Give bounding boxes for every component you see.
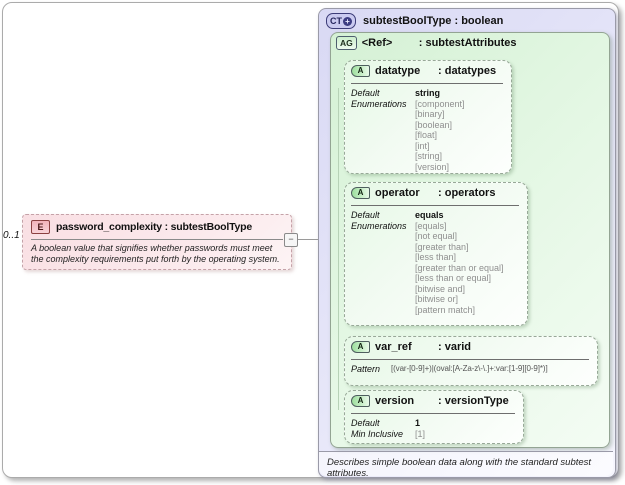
attribute-name: version bbox=[375, 395, 415, 407]
fact-row-enumerations: Enumerations [component] [binary] [boole… bbox=[351, 99, 507, 173]
attribute-group-ref: <Ref> bbox=[361, 37, 393, 49]
enum-value: [greater than] bbox=[415, 241, 469, 252]
attribute-facts: Default 1 Min Inclusive [1] bbox=[351, 418, 519, 439]
attribute-type: : versionType bbox=[438, 395, 509, 407]
enum-value: [bitwise or] bbox=[415, 294, 459, 304]
enum-value: [float] bbox=[415, 130, 438, 140]
fact-value: equals bbox=[415, 210, 444, 220]
enum-value: [equals] bbox=[415, 220, 447, 231]
enum-value: [int] bbox=[415, 140, 430, 151]
attribute-header: A datatype : datatypes bbox=[345, 61, 511, 77]
element-title: password_complexity : subtestBoolType bbox=[56, 221, 253, 233]
attribute-header: A version : versionType bbox=[345, 391, 523, 407]
complex-type-title: subtestBoolType : boolean bbox=[363, 15, 504, 27]
pattern-value: [(var-[0-9]+)|(oval:[A-Za-z\-\.]+:var:[1… bbox=[391, 364, 548, 373]
attribute-group-type: : subtestAttributes bbox=[418, 37, 517, 49]
cardinality-label: 0..1 bbox=[3, 230, 20, 241]
header-separator bbox=[351, 83, 503, 84]
fact-value: string bbox=[415, 88, 441, 98]
attribute-name: datatype bbox=[375, 65, 421, 77]
collapse-handle[interactable]: − bbox=[284, 233, 298, 247]
fact-row-default: Default string bbox=[351, 88, 507, 99]
enum-value: [version] bbox=[415, 161, 450, 172]
enum-value: [greater than or equal] bbox=[415, 262, 504, 273]
fact-row-min-inclusive: Min Inclusive [1] bbox=[351, 429, 519, 440]
enum-value: [string] bbox=[415, 151, 443, 161]
header-separator bbox=[351, 359, 589, 360]
header-separator bbox=[351, 205, 519, 206]
attribute-facts: Pattern [(var-[0-9]+)|(oval:[A-Za-z\-\.]… bbox=[351, 364, 593, 375]
header-separator bbox=[31, 239, 283, 240]
element-node-password-complexity[interactable]: E password_complexity : subtestBoolType … bbox=[22, 214, 292, 270]
attribute-tree-connector bbox=[338, 88, 339, 410]
header-separator bbox=[351, 413, 515, 414]
fact-row-default: Default equals bbox=[351, 210, 523, 221]
element-header: E password_complexity : subtestBoolType bbox=[23, 215, 291, 234]
enum-value: [component] bbox=[415, 98, 465, 109]
enum-value: [less than] bbox=[415, 252, 457, 262]
attribute-name: var_ref bbox=[375, 341, 412, 353]
complex-type-badge: CT+ bbox=[326, 13, 356, 29]
complex-type-annotation: Describes simple boolean data along with… bbox=[319, 451, 613, 479]
expand-plus-icon: + bbox=[343, 16, 352, 26]
attribute-header: A operator : operators bbox=[345, 183, 527, 199]
attribute-facts: Default equals Enumerations [equals] [no… bbox=[351, 210, 523, 315]
attribute-header: A var_ref : varid bbox=[345, 337, 597, 353]
enum-value: [binary] bbox=[415, 109, 445, 119]
fact-label: Default bbox=[351, 210, 380, 220]
fact-label: Default bbox=[351, 418, 380, 428]
fact-label: Default bbox=[351, 88, 380, 98]
relation-connector-line bbox=[296, 239, 318, 240]
fact-row-enumerations: Enumerations [equals] [not equal] [great… bbox=[351, 221, 523, 316]
fact-value: [1] bbox=[415, 428, 426, 439]
enum-value: [less than or equal] bbox=[415, 273, 492, 283]
complex-type-badge-label: CT bbox=[330, 16, 342, 26]
element-badge: E bbox=[31, 220, 50, 234]
complex-type-header: CT+ subtestBoolType : boolean bbox=[326, 13, 503, 29]
attribute-badge: A bbox=[351, 395, 370, 407]
enum-value: [bitwise and] bbox=[415, 283, 466, 294]
attribute-badge: A bbox=[351, 65, 370, 77]
fact-value: 1 bbox=[415, 418, 421, 428]
annotation-text: Describes simple boolean data along with… bbox=[327, 457, 592, 479]
attribute-type: : operators bbox=[438, 187, 496, 199]
enum-value: [pattern match] bbox=[415, 304, 476, 315]
attribute-badge: A bbox=[351, 187, 370, 199]
attribute-facts: Default string Enumerations [component] … bbox=[351, 88, 507, 172]
attribute-badge: A bbox=[351, 341, 370, 353]
attribute-node-datatype[interactable]: A datatype : datatypes Default string En… bbox=[344, 60, 512, 174]
attribute-type: : datatypes bbox=[438, 65, 497, 77]
enum-value: [not equal] bbox=[415, 231, 458, 241]
attribute-group-badge: AG bbox=[336, 36, 357, 50]
fact-row-default: Default 1 bbox=[351, 418, 519, 429]
element-documentation: A boolean value that signifies whether p… bbox=[31, 243, 280, 264]
enum-value: [boolean] bbox=[415, 119, 453, 130]
enumeration-values: [equals] [not equal] [greater than] [les… bbox=[415, 221, 504, 316]
attribute-node-var-ref[interactable]: A var_ref : varid Pattern [(var-[0-9]+)|… bbox=[344, 336, 598, 386]
fact-row-pattern: Pattern [(var-[0-9]+)|(oval:[A-Za-z\-\.]… bbox=[351, 364, 593, 375]
attribute-node-version[interactable]: A version : versionType Default 1 Min In… bbox=[344, 390, 524, 444]
fact-label: Enumerations bbox=[351, 98, 407, 109]
fact-label: Pattern bbox=[351, 364, 381, 374]
fact-label: Enumerations bbox=[351, 220, 407, 231]
enumeration-values: [component] [binary] [boolean] [float] [… bbox=[415, 99, 465, 173]
attribute-node-operator[interactable]: A operator : operators Default equals En… bbox=[344, 182, 528, 326]
fact-label: Min Inclusive bbox=[351, 428, 404, 439]
attribute-type: : varid bbox=[438, 341, 472, 353]
attribute-name: operator bbox=[375, 187, 420, 199]
attribute-group-header: AG <Ref> : subtestAttributes bbox=[336, 36, 517, 50]
